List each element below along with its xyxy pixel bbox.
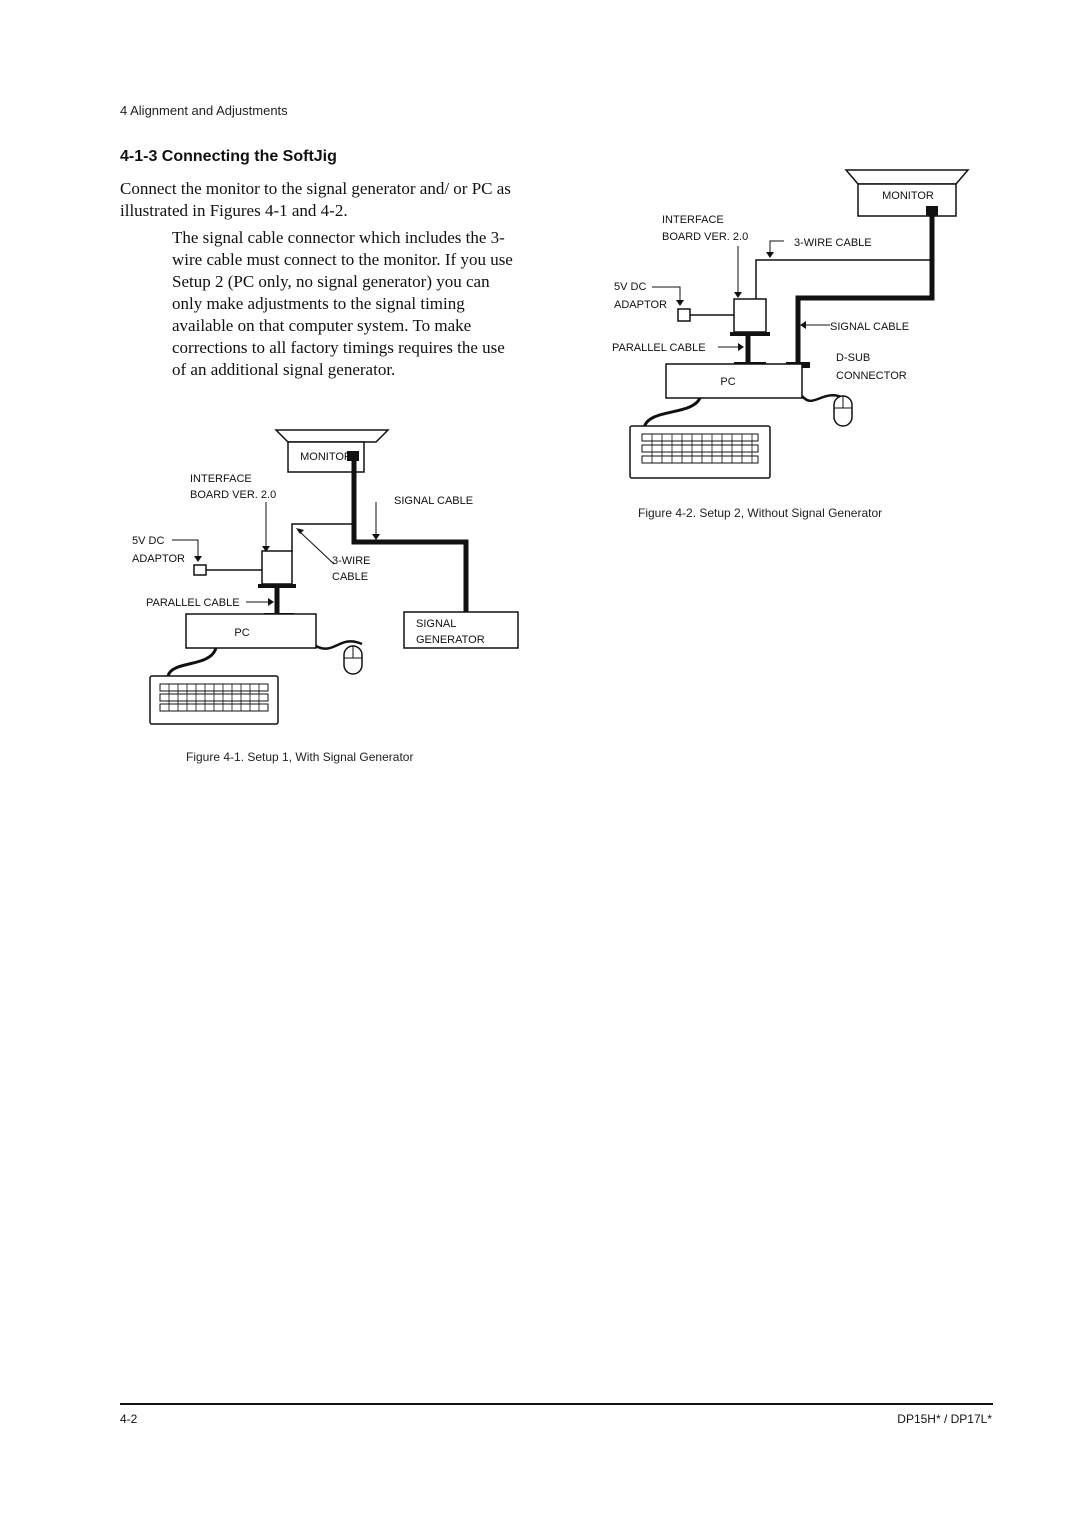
intro-paragraph: Connect the monitor to the signal genera… <box>120 179 511 220</box>
fig2-signal-cable-label: SIGNAL CABLE <box>830 321 909 333</box>
body-paragraph: The signal cable connector which include… <box>172 228 513 379</box>
fig1-signal-gen-label-2: GENERATOR <box>416 634 485 646</box>
section-title: 4-1-3 Connecting the SoftJig <box>120 148 337 165</box>
fig2-parallel-cable-label: PARALLEL CABLE <box>612 342 706 354</box>
keyboard-icon <box>629 425 771 479</box>
figure-4-1-diagram: MONITOR INTERFACE BOARD VER. 2.0 SIGNAL … <box>132 429 519 725</box>
running-header: 4 Alignment and Adjustments <box>120 103 288 118</box>
fig1-dc-label-1: 5V DC <box>132 535 164 547</box>
fig2-3wire-cable-label: 3-WIRE CABLE <box>794 237 872 249</box>
keyboard-icon <box>149 675 279 725</box>
fig1-monitor-label: MONITOR <box>300 451 352 463</box>
fig2-dc-label-1: 5V DC <box>614 281 646 293</box>
footer-rule <box>120 1403 993 1405</box>
fig1-3wire-label-1: 3-WIRE <box>332 555 371 567</box>
page-number: 4-2 <box>120 1412 138 1426</box>
fig2-interface-label-1: INTERFACE <box>662 214 724 226</box>
monitor-icon <box>274 429 390 473</box>
model-number: DP15H* / DP17L* <box>897 1412 992 1426</box>
fig2-monitor-label: MONITOR <box>882 190 934 202</box>
fig1-pc-label: PC <box>234 627 249 639</box>
fig1-3wire-label-2: CABLE <box>332 571 368 583</box>
figure-4-1-caption: Figure 4-1. Setup 1, With Signal Generat… <box>186 750 414 764</box>
fig2-interface-label-2: BOARD VER. 2.0 <box>662 231 748 243</box>
figure-4-2-diagram: MONITOR INTERFACE BOARD VER. 2.0 3-WIRE … <box>612 169 970 479</box>
fig1-signal-gen-label-1: SIGNAL <box>416 618 456 630</box>
fig2-pc-label: PC <box>720 376 735 388</box>
fig2-dsub-label-2: CONNECTOR <box>836 370 907 382</box>
monitor-icon <box>844 169 970 217</box>
fig1-dc-label-2: ADAPTOR <box>132 553 185 565</box>
fig2-dsub-label-1: D-SUB <box>836 352 870 364</box>
fig2-dc-label-2: ADAPTOR <box>614 299 667 311</box>
fig1-parallel-cable-label: PARALLEL CABLE <box>146 597 240 609</box>
figure-4-2-caption: Figure 4-2. Setup 2, Without Signal Gene… <box>638 506 883 520</box>
fig1-interface-label-1: INTERFACE <box>190 473 252 485</box>
fig1-signal-cable-label: SIGNAL CABLE <box>394 495 473 507</box>
fig1-interface-label-2: BOARD VER. 2.0 <box>190 489 276 501</box>
